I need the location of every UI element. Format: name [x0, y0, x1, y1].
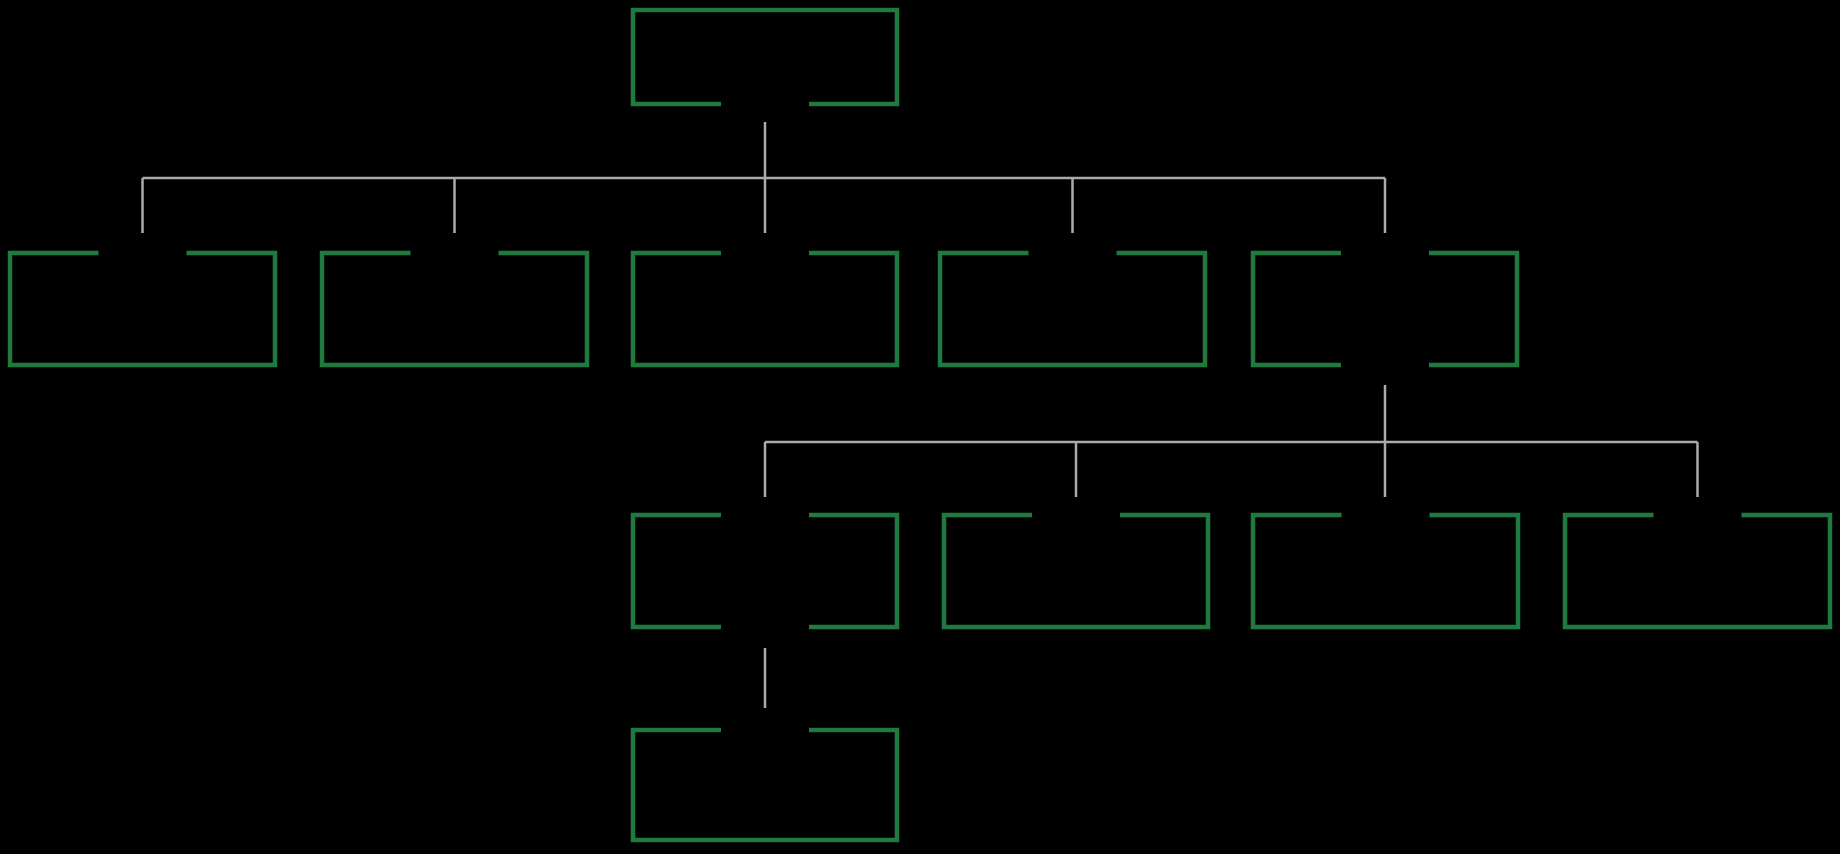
- border-gap-top: [1028, 248, 1117, 258]
- org-node-l3-2: [941, 510, 1211, 630]
- border-gap-bottom: [721, 99, 809, 109]
- border-gap-top: [410, 248, 499, 258]
- org-node-l2-4: [937, 248, 1208, 368]
- org-node-border: [941, 512, 1211, 630]
- org-node-border: [937, 250, 1208, 368]
- org-node-l2-3: [630, 248, 900, 368]
- org-node-l2-1: [7, 248, 278, 368]
- org-node-l4-1: [630, 725, 900, 843]
- org-node-root: [630, 7, 900, 109]
- org-node-l2-2: [319, 248, 590, 368]
- org-node-border: [630, 727, 900, 843]
- org-node-l3-3: [1250, 510, 1521, 630]
- border-gap-bottom: [721, 622, 809, 632]
- border-gap-top: [1341, 248, 1429, 258]
- border-gap-top: [1032, 510, 1120, 520]
- border-gap-top: [721, 725, 809, 735]
- org-node-border: [630, 250, 900, 368]
- org-node-border: [1250, 250, 1520, 368]
- org-node-border: [1250, 512, 1521, 630]
- org-node-border: [630, 512, 900, 630]
- org-node-l3-4: [1562, 510, 1833, 630]
- org-node-border: [319, 250, 590, 368]
- border-gap-top: [1341, 510, 1430, 520]
- org-node-l2-5: [1250, 248, 1520, 370]
- border-gap-top: [1653, 510, 1742, 520]
- org-node-border: [7, 250, 278, 368]
- org-node-border: [1562, 512, 1833, 630]
- border-gap-bottom: [1341, 360, 1429, 370]
- border-gap-top: [721, 510, 809, 520]
- org-node-l3-1: [630, 510, 900, 632]
- border-gap-top: [721, 248, 809, 258]
- border-gap-top: [98, 248, 187, 258]
- org-node-border: [630, 7, 900, 107]
